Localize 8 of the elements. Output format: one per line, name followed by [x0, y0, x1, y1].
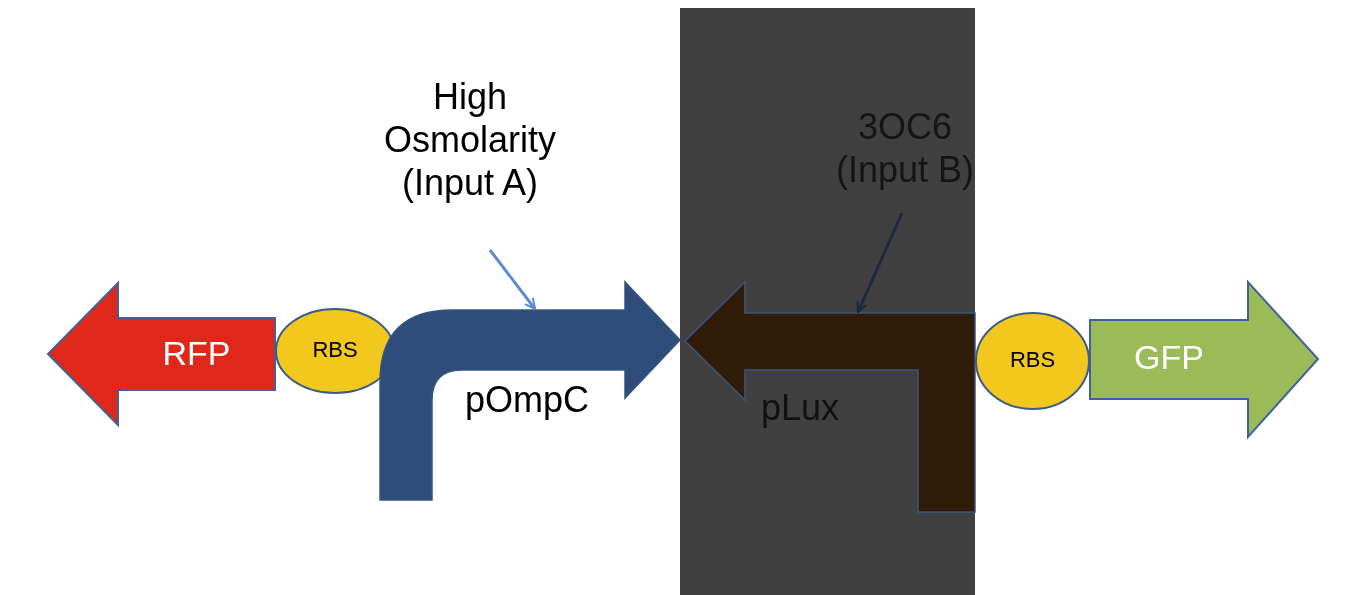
leader-arrow [488, 249, 537, 310]
gene-label: RFP [161, 333, 232, 374]
gene-label: GFP [1133, 337, 1205, 378]
leader-arrow [856, 212, 904, 313]
rbs-label: RBS [311, 337, 359, 364]
rbs-label: RBS [1008, 347, 1057, 374]
input-label: High Osmolarity (Input A) [383, 75, 557, 205]
promoter-label: pOmpC [464, 378, 590, 422]
